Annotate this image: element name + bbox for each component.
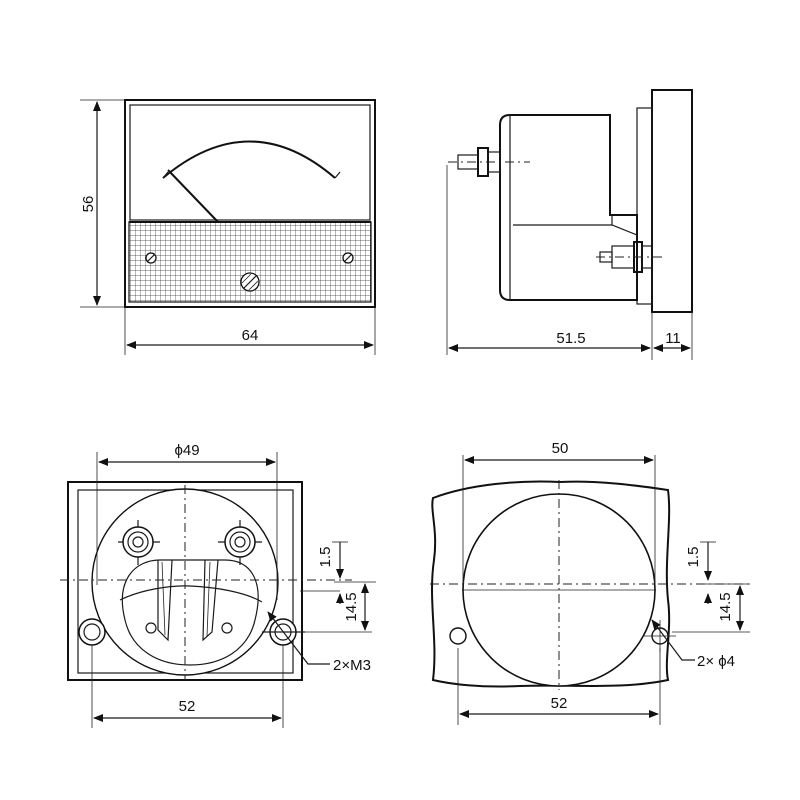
dial-window xyxy=(129,104,371,221)
offset-mid-dimension-label: 14.5 xyxy=(343,592,360,621)
needle xyxy=(167,169,219,223)
panel-hole-left xyxy=(449,627,467,645)
panel-offset-top-dimension-label: 1.5 xyxy=(685,547,702,568)
front-flange xyxy=(651,89,693,313)
plate-screw-right xyxy=(342,252,354,264)
panel-hole-spacing-dimension-label: 52 xyxy=(551,695,568,712)
screw-leader-line xyxy=(267,611,330,665)
width-dimension-label: 64 xyxy=(242,327,259,344)
depth-dimension-label: 51.5 xyxy=(556,330,585,347)
height-dimension-label: 56 xyxy=(80,196,97,213)
cutout-width-dimension-label: 50 xyxy=(552,440,569,457)
plate-screw-left xyxy=(145,252,157,264)
flange-dimension-label: 11 xyxy=(665,330,681,347)
front-view: 56 64 xyxy=(80,99,376,355)
hole-label: 2× ϕ4 xyxy=(697,653,735,670)
terminal-post-right xyxy=(218,520,262,565)
rear-view: ϕ49 1.5 14.5 52 2×M3 xyxy=(60,442,376,728)
panel-offset-mid-dimension-label: 14.5 xyxy=(717,592,734,621)
screw-label: 2×M3 xyxy=(333,657,371,674)
diameter-dimension-label: ϕ49 xyxy=(174,442,199,459)
side-view: 51.5 11 xyxy=(446,89,693,360)
zero-adjust-screw xyxy=(240,272,260,292)
rear-terminal xyxy=(448,147,530,177)
terminal-post-left xyxy=(118,520,160,565)
panel-cutout-view: 50 1.5 14.5 52 2× ϕ4 xyxy=(430,440,752,725)
offset-top-dimension-label: 1.5 xyxy=(317,547,334,568)
side-adjust-screw xyxy=(596,241,662,273)
front-bezel xyxy=(124,99,376,308)
hole-spacing-dimension-label: 52 xyxy=(179,698,196,715)
mount-hole-left xyxy=(78,618,106,646)
meter-body xyxy=(499,114,638,301)
scale-arc xyxy=(162,140,336,179)
hole-leader-line xyxy=(651,619,695,661)
movement-housing xyxy=(121,559,259,666)
panel-outline xyxy=(431,480,671,688)
